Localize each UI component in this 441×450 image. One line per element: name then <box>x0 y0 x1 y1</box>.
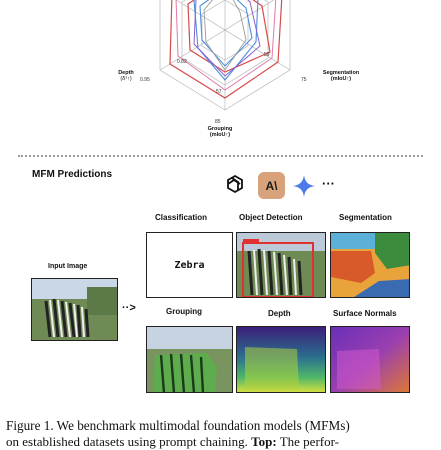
object-detection-image <box>236 232 326 298</box>
radar-inner-tick-c: 57 <box>216 89 222 95</box>
task-object-detection: Object Detection <box>239 213 303 222</box>
section-divider <box>18 155 423 157</box>
surface-normals-image <box>330 326 410 393</box>
task-depth: Depth <box>268 309 291 318</box>
input-arrow: ··> <box>122 302 136 314</box>
task-segmentation: Segmentation <box>339 213 392 222</box>
radar-grouping-tick: 85 <box>215 119 221 125</box>
radar-chart: 0.82 59 57 <box>150 0 300 125</box>
radar-depth-label: Depth (δ¹↑) <box>112 70 140 82</box>
predictions-title: MFM Predictions <box>32 169 112 180</box>
classification-result: Zebra <box>174 260 204 271</box>
radar-series-red <box>170 0 282 98</box>
task-grouping: Grouping <box>166 307 202 316</box>
radar-depth-tick: 0.95 <box>140 77 150 83</box>
figure-caption-line1: Figure 1. We benchmark multimodal founda… <box>6 417 441 434</box>
figure-caption-line2: on established datasets using prompt cha… <box>6 434 339 450</box>
input-image-label: Input Image <box>48 263 87 270</box>
openai-icon <box>222 172 248 198</box>
input-image <box>31 278 118 341</box>
segmentation-image <box>330 232 410 298</box>
radar-segmentation-tick: 75 <box>301 77 307 83</box>
task-surface-normals: Surface Normals <box>333 309 397 318</box>
classification-result-box: Zebra <box>146 232 233 298</box>
radar-segmentation-label: Segmentation (mIoU↑) <box>314 70 368 82</box>
more-models-icon: ··· <box>322 176 335 191</box>
radar-inner-tick-a: 0.82 <box>177 59 187 65</box>
radar-grouping-label: Grouping (mIoU↑) <box>205 126 235 138</box>
anthropic-glyph: A\ <box>266 179 278 193</box>
task-classification: Classification <box>155 213 207 222</box>
radar-grid <box>160 0 290 110</box>
depth-image <box>236 326 326 393</box>
grouping-image <box>146 326 233 393</box>
radar-inner-tick-b: 59 <box>264 52 270 58</box>
anthropic-icon: A\ <box>258 172 285 199</box>
gemini-icon <box>291 173 316 198</box>
